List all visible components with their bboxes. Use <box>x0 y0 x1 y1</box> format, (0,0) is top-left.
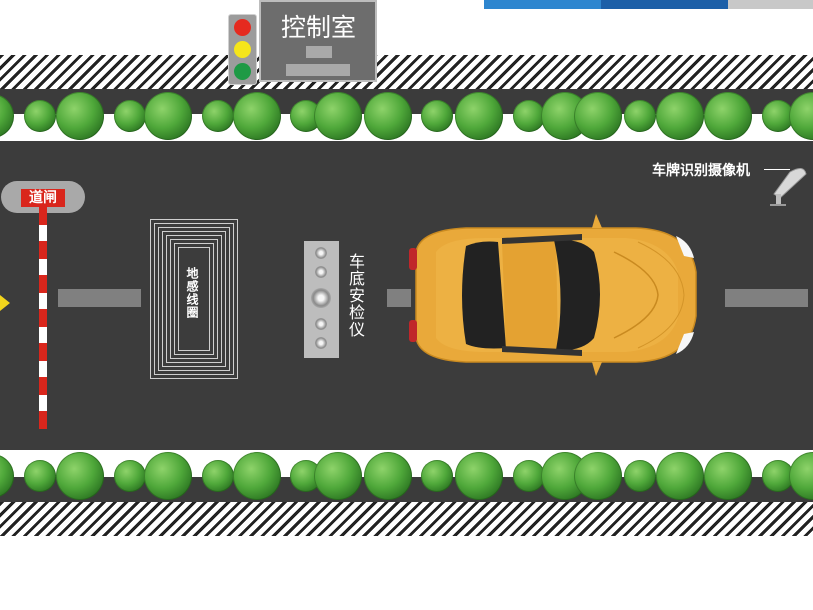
tree-icon <box>144 92 192 140</box>
scanner-lens-main <box>311 288 331 308</box>
tree-icon <box>314 452 362 500</box>
traffic-light-red <box>234 19 251 36</box>
camera-icon <box>766 164 810 208</box>
tree-icon <box>364 92 412 140</box>
ground-loop-label: 地感线圈 <box>185 267 199 319</box>
tree-icon <box>421 100 453 132</box>
tree-icon <box>421 460 453 492</box>
top-bar-grey <box>728 0 813 9</box>
lower-hatched-sidewalk <box>0 502 813 536</box>
tree-icon <box>202 460 234 492</box>
top-bar-dark-blue <box>601 0 728 9</box>
tree-icon <box>233 452 281 500</box>
tree-icon <box>233 92 281 140</box>
scanner-lens <box>315 266 327 278</box>
tree-icon <box>24 100 56 132</box>
lane-dash <box>387 289 411 307</box>
car-graphic <box>409 214 697 376</box>
traffic-light-icon <box>228 14 257 85</box>
camera-graphic <box>770 168 807 206</box>
direction-arrow-icon <box>0 295 10 311</box>
control-room: 控制室 <box>259 0 377 82</box>
loop-coil-icon <box>150 219 238 379</box>
tree-icon <box>574 452 622 500</box>
barrier-gate-label: 道闸 <box>29 190 57 206</box>
tree-icon <box>114 100 146 132</box>
tree-icon <box>513 100 545 132</box>
barrier-gate-arm <box>39 207 47 429</box>
barrier-gate-label-plate <box>21 189 65 207</box>
tree-icon <box>0 454 14 498</box>
traffic-light-green <box>234 63 251 80</box>
lane-dash <box>725 289 808 307</box>
lane-dash <box>58 289 141 307</box>
tree-icon <box>56 452 104 500</box>
plate-camera-label: 车牌识别摄像机 <box>652 163 750 179</box>
car-icon <box>406 212 700 378</box>
tree-icon <box>202 100 234 132</box>
traffic-light-yellow <box>234 41 251 58</box>
tree-icon <box>24 460 56 492</box>
tree-icon <box>144 452 192 500</box>
scanner-lens <box>315 247 327 259</box>
tree-icon <box>624 100 656 132</box>
tree-icon <box>624 460 656 492</box>
camera-label-leader-line <box>764 169 790 170</box>
top-bar-light-blue <box>484 0 601 9</box>
upper-hatched-sidewalk <box>0 55 813 89</box>
scanner-icon <box>304 241 339 358</box>
tree-icon <box>762 100 794 132</box>
tree-icon <box>455 452 503 500</box>
tree-icon <box>574 92 622 140</box>
under-vehicle-scanner-label: 车底安检仪 <box>346 253 365 338</box>
tree-icon <box>114 460 146 492</box>
scanner-lens <box>315 318 327 330</box>
tree-icon <box>762 460 794 492</box>
tree-icon <box>656 452 704 500</box>
tree-icon <box>314 92 362 140</box>
tree-icon <box>704 452 752 500</box>
scanner-lens <box>315 337 327 349</box>
tree-icon <box>56 92 104 140</box>
control-room-label: 控制室 <box>280 13 356 42</box>
tree-icon <box>704 92 752 140</box>
tree-icon <box>656 92 704 140</box>
control-room-desk <box>306 46 332 58</box>
tree-icon <box>513 460 545 492</box>
tree-icon <box>0 94 14 138</box>
tree-icon <box>455 92 503 140</box>
control-room-bench <box>286 64 350 76</box>
loop-coil-graphic <box>150 219 238 379</box>
tree-icon <box>364 452 412 500</box>
